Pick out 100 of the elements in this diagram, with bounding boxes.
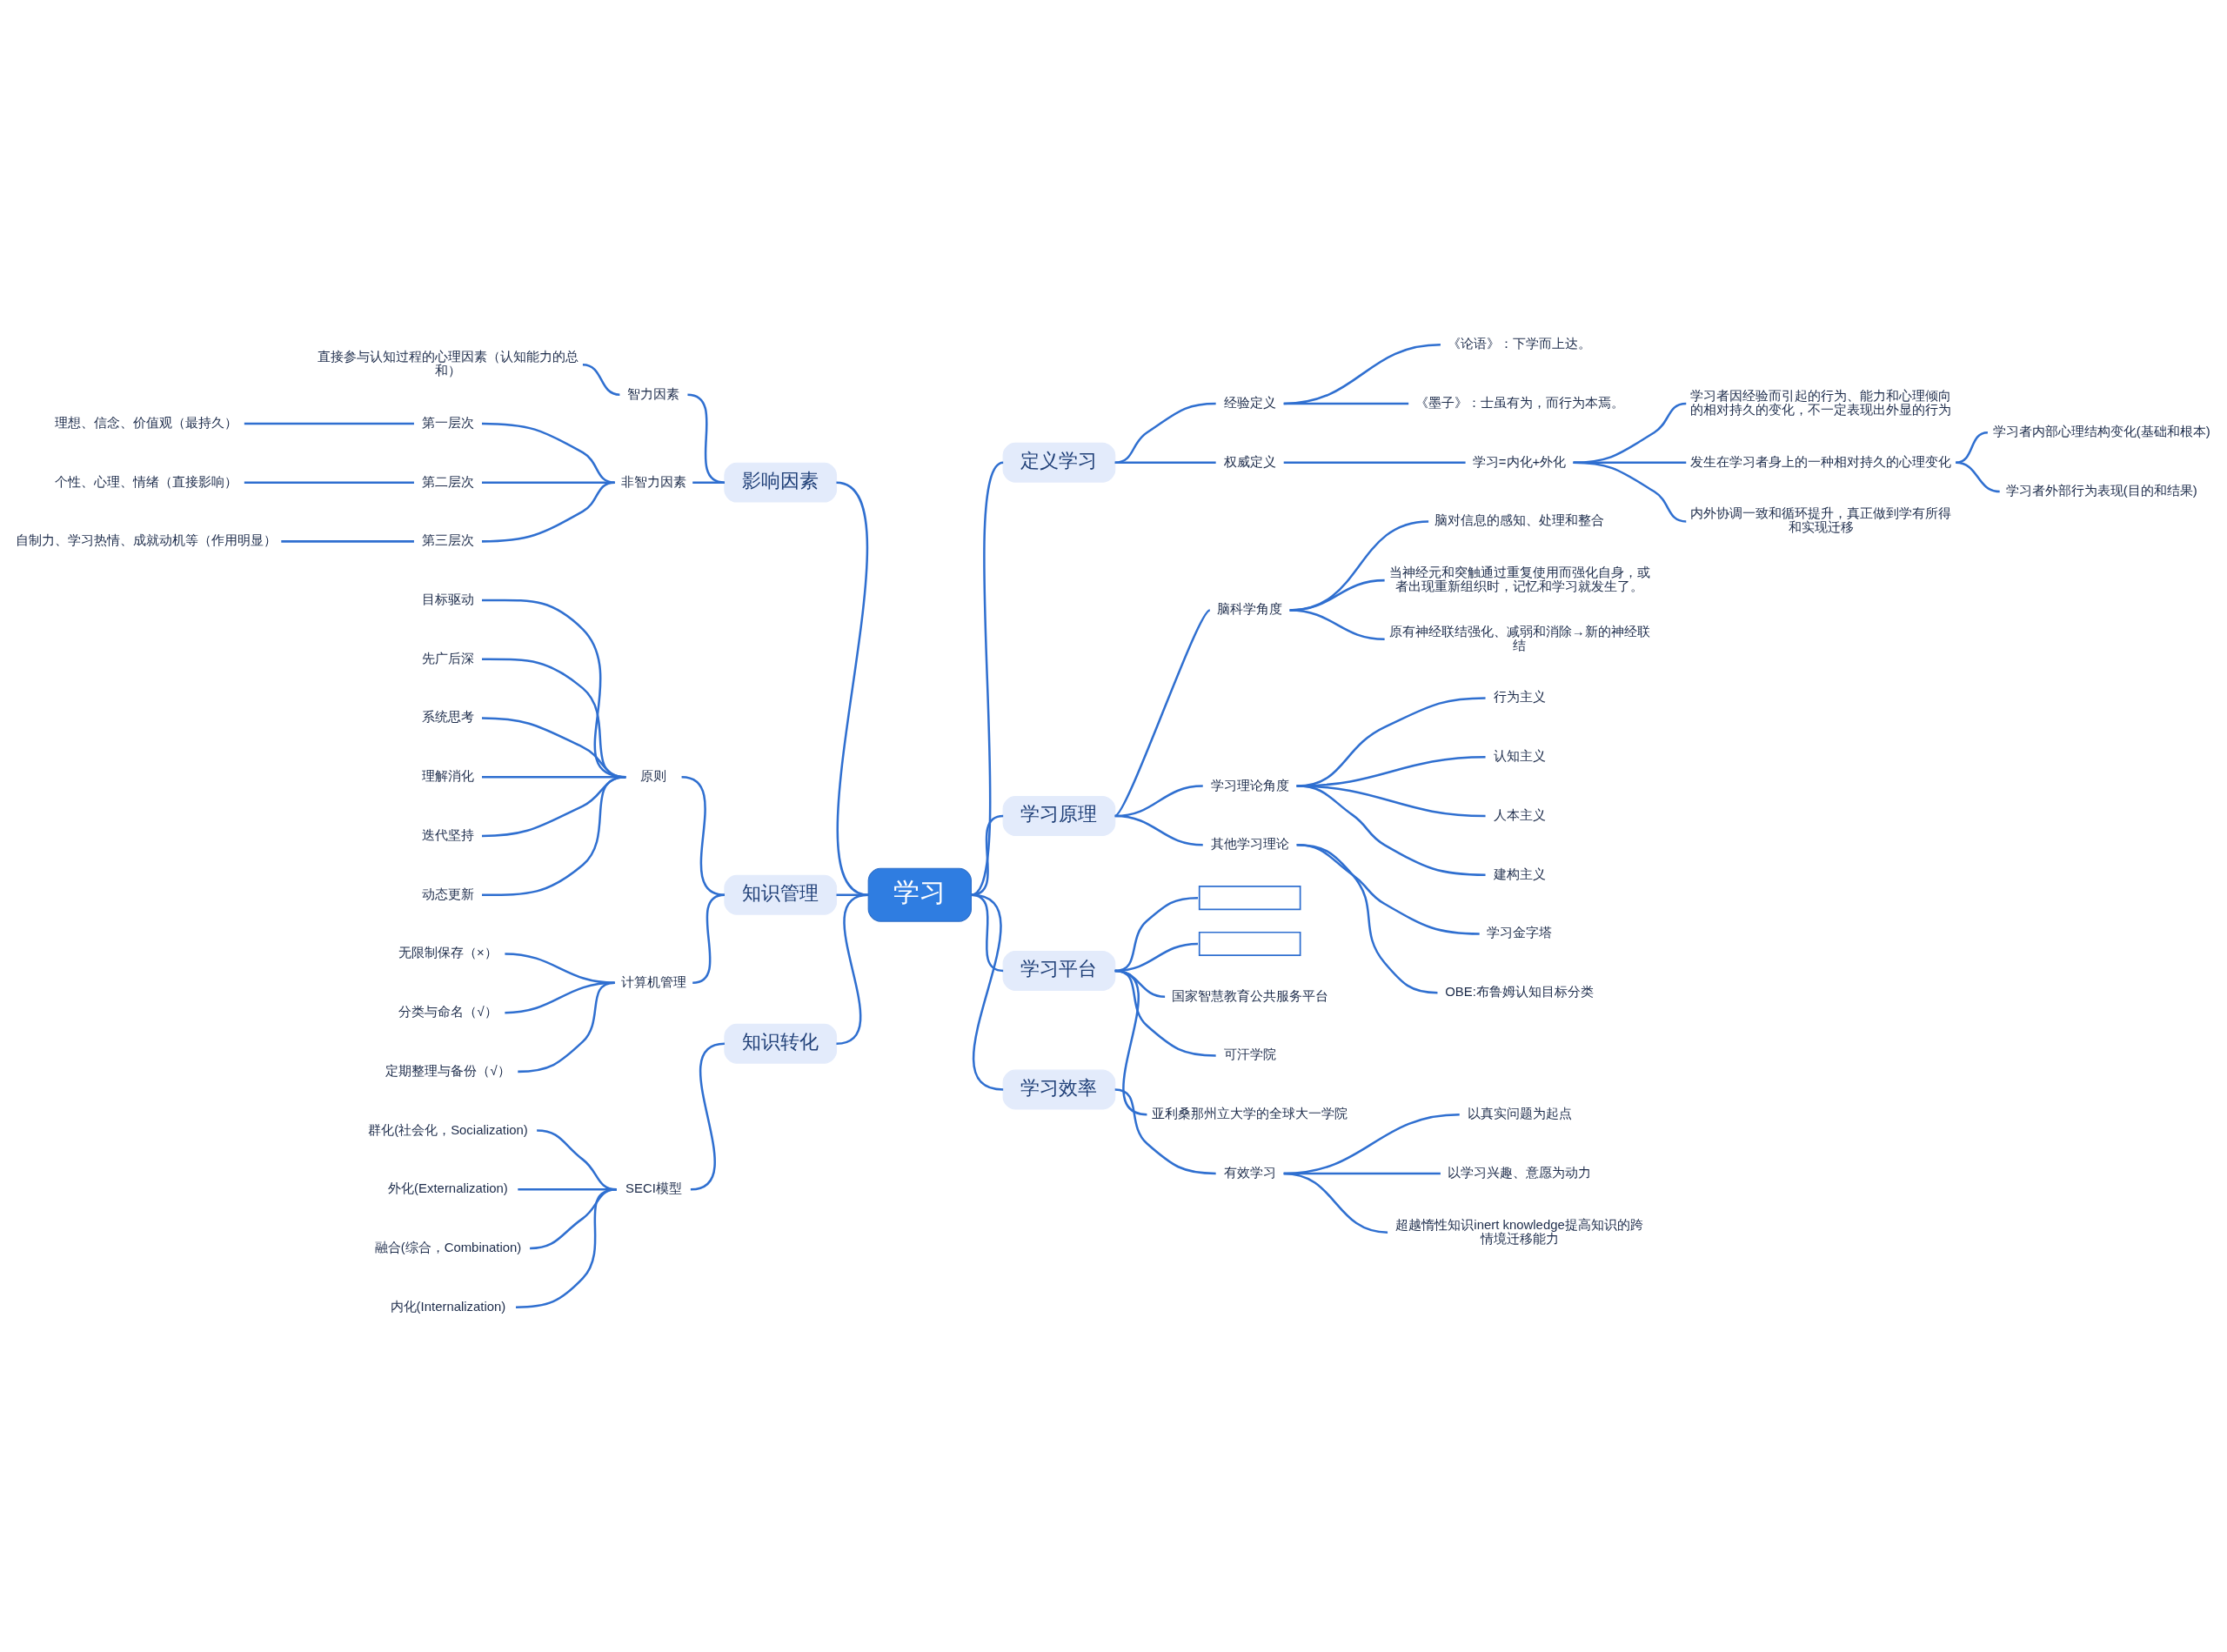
- node-text: 权威定义: [1223, 453, 1276, 469]
- node-text: 融合(综合，Combination): [374, 1239, 522, 1254]
- node-text: 第一层次: [421, 414, 474, 430]
- node-text: 动态更新: [421, 886, 474, 901]
- node-text: 直接参与认知过程的心理因素（认知能力的总和）: [317, 349, 578, 378]
- connector: [970, 461, 1004, 896]
- connector: [1114, 814, 1203, 846]
- connector: [1573, 402, 1687, 464]
- connector: [1114, 969, 1147, 1116]
- node-text: 第二层次: [421, 473, 474, 489]
- connector: [1283, 402, 1409, 405]
- node-text: 智力因素: [627, 385, 680, 401]
- connector: [1114, 402, 1216, 464]
- node-box: [1198, 886, 1301, 911]
- connector: [1283, 461, 1466, 464]
- connector: [1114, 609, 1211, 817]
- node-text: 非智力因素: [620, 473, 686, 489]
- connector: [1956, 431, 1989, 464]
- node-text: 以真实问题为起点: [1467, 1106, 1572, 1121]
- connector: [1956, 461, 2000, 493]
- node-box: 知识管理: [724, 874, 838, 915]
- connector: [692, 481, 725, 484]
- node-text: 先广后深: [421, 650, 474, 665]
- node-text: 学习者因经验而引起的行为、能力和心理倾向的相对持久的变化，不一定表现出外显的行为: [1690, 387, 1952, 417]
- connector: [1283, 1172, 1388, 1234]
- connector: [505, 981, 615, 1014]
- node-text: 无限制保存（×）: [398, 945, 498, 960]
- node-text: 当神经元和突触通过重复使用而强化自身，或者出现重新组织时，记忆和学习就发生了。: [1388, 565, 1650, 594]
- node-text: 内外协调一致和循环提升，真正做到学有所得和实现迁移: [1690, 505, 1952, 535]
- connector: [482, 481, 615, 484]
- connector: [1296, 844, 1438, 994]
- node-text: 外化(Externalization): [388, 1180, 508, 1196]
- connector: [681, 776, 726, 896]
- node-box: 定义学习: [1002, 442, 1116, 483]
- node-text: 《论语》：下学而上达。: [1448, 336, 1592, 351]
- connector: [244, 422, 414, 425]
- node-text: 有效学习: [1223, 1164, 1276, 1180]
- connector: [582, 363, 620, 396]
- node-box: 学习: [867, 867, 972, 922]
- node-text: 目标驱动: [421, 592, 474, 606]
- node-text: 人本主义: [1493, 806, 1546, 822]
- connector: [1289, 609, 1385, 641]
- connector: [1114, 896, 1198, 973]
- connector: [281, 540, 414, 543]
- connector: [1573, 461, 1687, 464]
- node-text: 脑对信息的感知、处理和整合: [1435, 512, 1605, 528]
- connector: [971, 814, 1004, 896]
- node-text: OBE:布鲁姆认知目标分类: [1445, 984, 1594, 1000]
- node-text: 个性、心理、情绪（直接影响）: [55, 473, 238, 489]
- connector: [505, 953, 615, 984]
- node-text: 第三层次: [421, 532, 474, 548]
- connector: [518, 981, 615, 1073]
- node-text: 认知主义: [1493, 748, 1546, 764]
- connector: [690, 1042, 726, 1191]
- node-text: 内化(Internalization): [390, 1298, 506, 1314]
- node-box: 学习效率: [1002, 1069, 1116, 1110]
- connector: [1296, 785, 1486, 876]
- node-text: 《墨子》：士虽有为，而行为本焉。: [1414, 394, 1624, 410]
- node-box: 学习原理: [1002, 796, 1116, 836]
- connector: [1114, 461, 1216, 464]
- node-text: 理解消化: [421, 768, 474, 784]
- node-text: 亚利桑那州立大学的全球大一学院: [1152, 1106, 1348, 1121]
- connector: [835, 481, 869, 896]
- connector: [482, 422, 615, 484]
- connector: [836, 893, 869, 1045]
- node-text: 经验定义: [1223, 394, 1276, 410]
- node-text: 学习者内部心理结构变化(基础和根本): [1992, 424, 2210, 439]
- connector: [482, 481, 615, 543]
- connector: [482, 776, 626, 896]
- node-text: 建构主义: [1493, 866, 1546, 881]
- node-text: 行为主义: [1493, 689, 1546, 705]
- connector: [971, 893, 1004, 1091]
- connector: [1573, 461, 1687, 523]
- node-box: 知识转化: [724, 1023, 838, 1064]
- node-text: 理想、信念、价值观（最持久）: [55, 414, 238, 430]
- node-text: 学习=内化+外化: [1472, 453, 1567, 469]
- node-text: 发生在学习者身上的一种相对持久的心理变化: [1690, 453, 1952, 469]
- node-box: [1198, 931, 1301, 956]
- node-text: 国家智慧教育公共服务平台: [1171, 987, 1328, 1003]
- node-text: 其他学习理论: [1210, 836, 1289, 852]
- node-text: 原则: [640, 768, 667, 784]
- node-text: 定期整理与备份（√）: [385, 1062, 511, 1078]
- node-text: 分类与命名（√）: [398, 1004, 498, 1020]
- node-text: 学习理论角度: [1210, 777, 1289, 793]
- connector: [1283, 344, 1441, 405]
- node-text: 群化(社会化，Socialization): [368, 1121, 528, 1137]
- node-text: 学习金字塔: [1487, 925, 1553, 940]
- node-box: 学习平台: [1002, 950, 1116, 991]
- node-text: 自制力、学习热情、成就动机等（作用明显）: [16, 532, 278, 548]
- node-text: 学习者外部行为表现(目的和结果): [2005, 482, 2197, 498]
- node-text: 以学习兴趣、意愿为动力: [1448, 1164, 1592, 1180]
- node-text: 迭代坚持: [421, 826, 474, 842]
- connector: [1114, 1088, 1216, 1175]
- node-box: 影响因素: [724, 462, 838, 503]
- connector: [836, 893, 869, 896]
- node-text: 原有神经联结强化、减弱和消除→新的神经联结: [1388, 623, 1650, 652]
- connector: [687, 393, 726, 484]
- node-text: 可汗学院: [1223, 1047, 1276, 1062]
- node-text: 脑科学角度: [1217, 601, 1283, 617]
- connector: [244, 481, 414, 484]
